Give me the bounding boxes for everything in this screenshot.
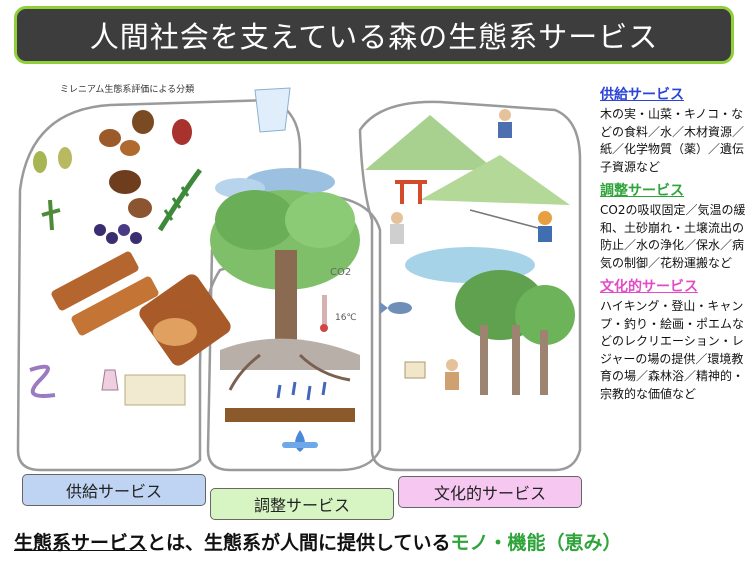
classification-caption: ミレニアム生態系評価による分類 <box>60 85 195 95</box>
sprouts-icon <box>33 147 72 231</box>
easel-painter-icon <box>404 359 459 390</box>
culture-heading: 文化的サービス <box>600 279 698 295</box>
regulate-description: CO2の吸収固定／気温の緩和、土砂崩れ・土壌流出の防止／水の浄化／保水／病気の制… <box>600 203 746 270</box>
co2-label-icon: CO2 <box>330 267 351 278</box>
forest-trees-icon <box>455 270 575 395</box>
dna-icon <box>29 364 56 398</box>
mountain-icon <box>365 115 570 205</box>
water-drop-icon <box>282 430 318 452</box>
nuts-icon <box>99 110 192 156</box>
tree-icon <box>210 190 360 340</box>
leaf-litter-icon <box>225 408 355 422</box>
culture-description: ハイキング・登山・キャンプ・釣り・絵画・ポエムなどのレクリエーション・レジャーの… <box>600 299 745 401</box>
medicine-bottle-icon <box>101 369 119 391</box>
thermometer-icon: 16℃ <box>320 295 357 332</box>
rain-drops-icon <box>276 381 327 401</box>
berries-icon <box>94 224 142 244</box>
torii-gate-icon <box>395 180 427 204</box>
fisher-icon <box>469 209 552 242</box>
hiker-icon <box>498 109 512 138</box>
supply-description: 木の実・山菜・キノコ・などの食料／水／木材資源／紙／化学物質（薬）／遺伝子資源な… <box>600 107 745 174</box>
definition-term: 生態系サービス <box>14 532 148 554</box>
timber-icon <box>51 251 231 366</box>
fish-icon <box>380 302 412 314</box>
definition-middle: とは、生態系が人間に提供している <box>147 532 451 554</box>
definition-line: 生態系サービスとは、生態系が人間に提供しているモノ・機能（恵み） <box>14 528 621 555</box>
forest-illustration: CO2 16℃ <box>16 87 582 472</box>
culture-service-label: 文化的サービス <box>398 476 582 508</box>
supply-service-label: 供給サービス <box>22 474 206 506</box>
title-banner: 人間社会を支えている森の生態系サービス <box>14 6 734 64</box>
supply-heading: 供給サービス <box>600 87 684 103</box>
definition-highlight: モノ・機能（恵み） <box>450 532 622 554</box>
svg-text:16℃: 16℃ <box>335 313 357 323</box>
page-title: 人間社会を支えている森の生態系サービス <box>89 20 659 54</box>
chestnut-icon <box>109 170 152 218</box>
camper-icon <box>390 212 404 244</box>
service-descriptions: 供給サービス 木の実・山菜・キノコ・などの食料／水／木材資源／紙／化学物質（薬）… <box>600 84 746 407</box>
regulate-heading: 調整サービス <box>600 183 684 199</box>
svg-text:CO2: CO2 <box>330 267 351 278</box>
paper-icon <box>124 374 186 406</box>
water-glass-icon <box>254 87 291 133</box>
soil-roots-icon <box>220 338 360 391</box>
regulate-service-label: 調整サービス <box>210 488 394 520</box>
fern-icon <box>157 168 203 232</box>
culture-region-outline <box>358 100 582 472</box>
